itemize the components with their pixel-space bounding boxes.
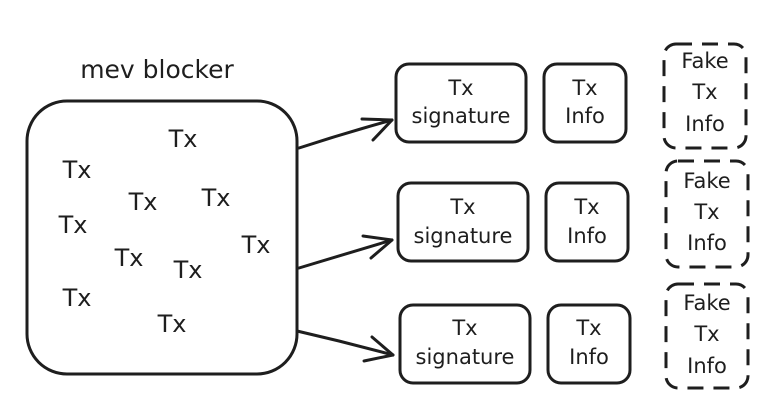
pool-tx: Tx	[114, 244, 144, 272]
fake-line-1: Fake	[681, 49, 728, 73]
info-line-1: Tx	[573, 195, 599, 219]
tx-signature-box	[394, 62, 528, 144]
arrow-head-2	[361, 234, 394, 260]
fake-tx-info-box	[664, 159, 750, 269]
mev-blocker-box	[25, 99, 299, 376]
signature-line-1: Tx	[449, 195, 475, 219]
pool-tx: Tx	[241, 231, 271, 259]
pool-title: mev blocker	[80, 55, 234, 84]
fake-line-3: Info	[687, 354, 727, 378]
pool-tx: Tx	[62, 284, 92, 312]
fake-line-3: Info	[687, 231, 727, 255]
arrow-to-row-1	[297, 118, 394, 150]
signature-line-2: signature	[412, 104, 511, 128]
info-line-1: Tx	[575, 316, 601, 340]
signature-line-1: Tx	[451, 316, 477, 340]
pool-tx: Tx	[62, 156, 92, 184]
fake-line-1: Fake	[683, 169, 730, 193]
tx-info-box	[542, 62, 628, 144]
tx-info-box	[544, 181, 630, 263]
fake-line-3: Info	[685, 112, 725, 136]
signature-line-2: signature	[414, 224, 513, 248]
info-line-2: Info	[565, 104, 605, 128]
signature-line-2: signature	[416, 345, 515, 369]
arrow-to-row-2	[297, 238, 394, 270]
pool-tx: Tx	[168, 125, 198, 153]
pool-tx: Tx	[128, 188, 158, 216]
fake-line-1: Fake	[683, 291, 730, 315]
pool-tx: Tx	[58, 211, 88, 239]
fake-tx-info-box	[664, 282, 750, 390]
pool-tx-group: Tx Tx Tx Tx Tx Tx Tx Tx Tx Tx	[58, 125, 271, 338]
info-line-2: Info	[569, 345, 609, 369]
tx-signature-box	[398, 303, 532, 385]
pool-tx: Tx	[201, 184, 231, 212]
arrow-to-row-3	[295, 329, 395, 357]
fake-line-2: Tx	[691, 80, 717, 104]
pool-tx: Tx	[173, 256, 203, 284]
tx-signature-box	[396, 181, 530, 263]
signature-line-1: Tx	[447, 76, 473, 100]
info-line-1: Tx	[571, 76, 597, 100]
fake-tx-info-box	[662, 42, 748, 150]
arrow-head-1	[360, 117, 394, 142]
pool-tx: Tx	[157, 310, 187, 338]
arrow-head-3	[362, 335, 395, 363]
tx-info-box	[546, 303, 632, 385]
info-line-2: Info	[567, 224, 607, 248]
fake-line-2: Tx	[693, 322, 719, 346]
fake-line-2: Tx	[693, 200, 719, 224]
